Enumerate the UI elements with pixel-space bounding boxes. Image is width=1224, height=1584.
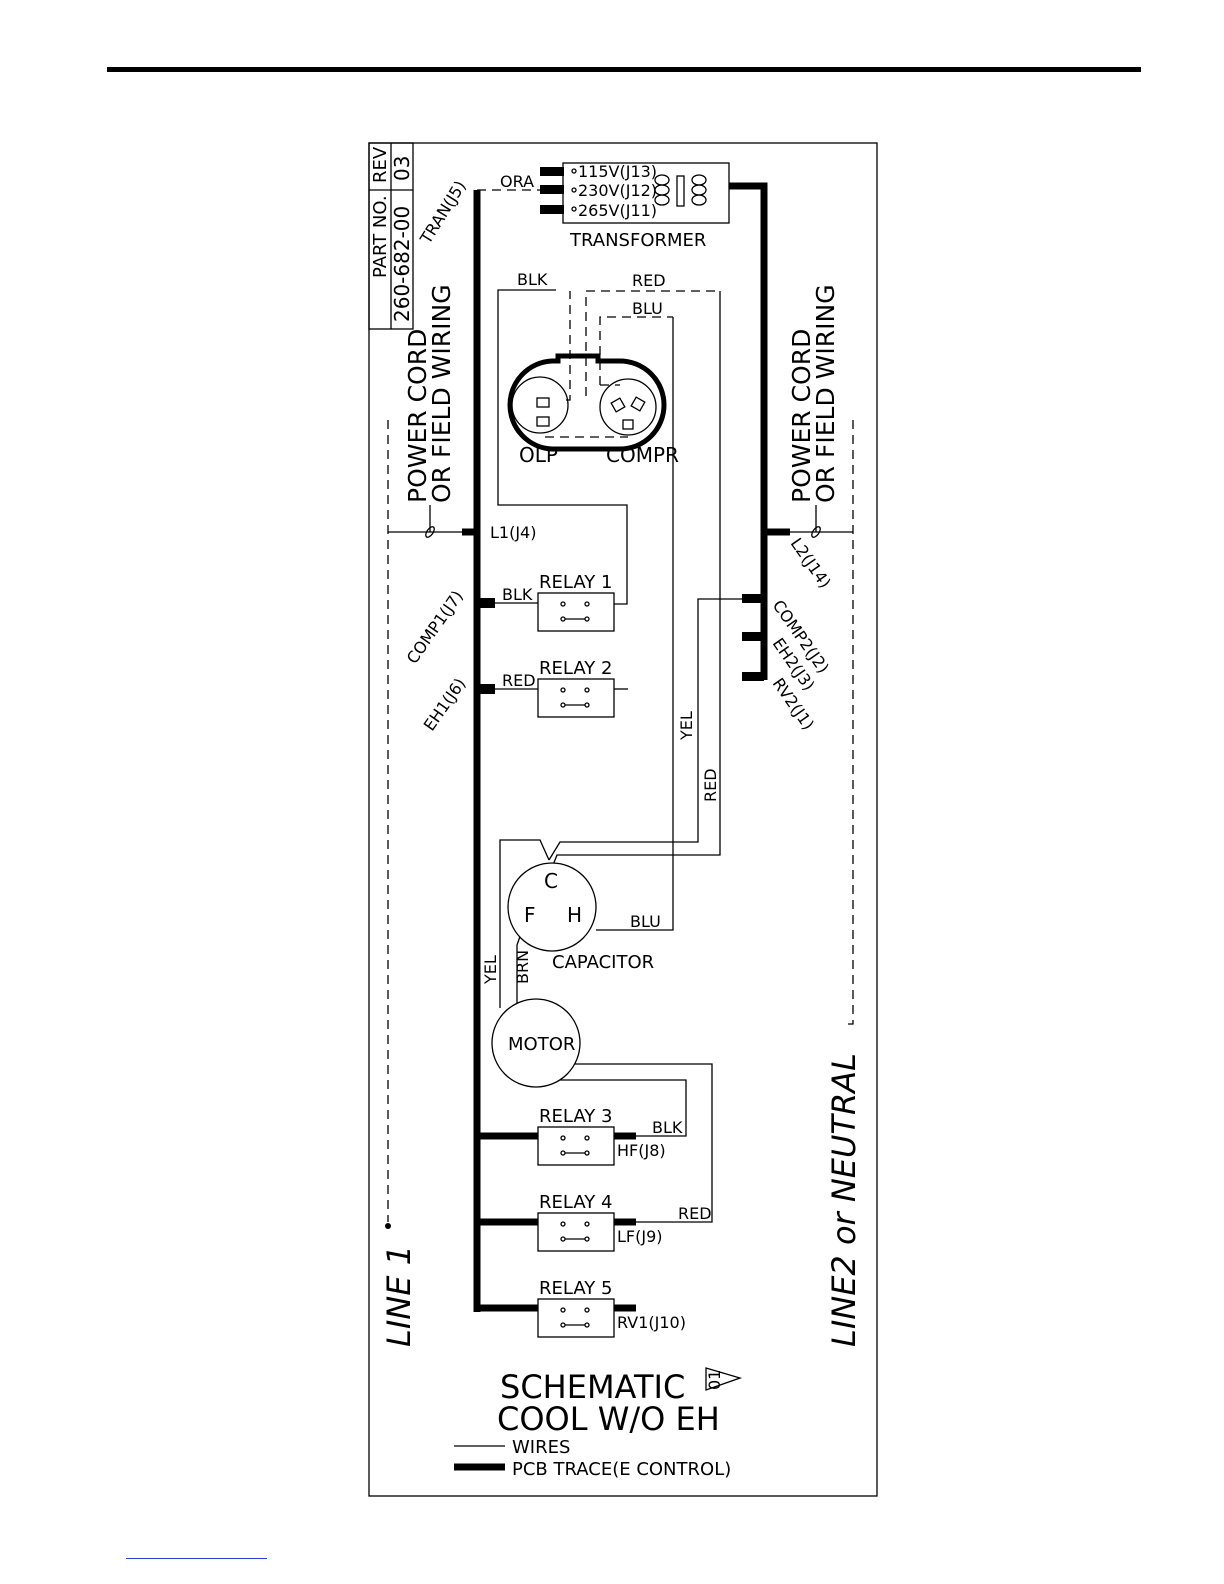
- motor-circle: [491, 998, 581, 1088]
- legend-trace-label: PCB TRACE(E CONTROL): [512, 1459, 731, 1480]
- comp1-label: COMP1(J7): [403, 587, 467, 667]
- eh2-terminal: [742, 632, 764, 641]
- line2-label: LINE2 or NEUTRAL: [825, 1053, 863, 1347]
- compr-label: COMPR: [606, 443, 679, 467]
- rev-label: REV: [370, 146, 391, 183]
- relay-3: RELAY 3: [537, 1106, 615, 1166]
- capacitor: C F H CAPACITOR: [507, 862, 654, 973]
- rev-value: 03: [390, 156, 414, 181]
- relay-3-box: [537, 1126, 615, 1166]
- part-label: PART NO.: [370, 195, 391, 278]
- tap-115v: 115V(J13): [578, 162, 657, 181]
- legend-wires-label: WIRES: [512, 1437, 570, 1458]
- comp1-terminal: [477, 598, 495, 608]
- blk-internal-wire: [566, 291, 571, 401]
- transformer-coil-icon: [654, 174, 707, 207]
- line1-label: LINE 1: [380, 1245, 418, 1347]
- relay-3-label: RELAY 3: [539, 1106, 612, 1127]
- olp-label: OLP: [519, 443, 558, 467]
- relay-1: RELAY 1: [537, 572, 615, 632]
- top-rule: [107, 67, 1141, 72]
- relay-5: RELAY 5: [537, 1278, 615, 1338]
- left-power-label-2: OR FIELD WIRING: [427, 284, 456, 503]
- line2-bus-trace: [728, 182, 768, 680]
- l2-label: L2(J14): [787, 534, 835, 591]
- lf-label: LF(J9): [617, 1227, 663, 1246]
- footer-link-underline: [126, 1558, 267, 1559]
- olp-circle: [511, 376, 569, 434]
- rev-flag-value: 01: [705, 1370, 724, 1390]
- hf-label: HF(J8): [617, 1141, 666, 1160]
- relay-2: RELAY 2: [537, 658, 615, 718]
- motor-blk-wire: [560, 1079, 687, 1137]
- relay-1-box: [537, 592, 615, 632]
- relay-2-box: [537, 678, 615, 718]
- transformer-label: TRANSFORMER: [569, 230, 706, 251]
- eh1-terminal: [477, 684, 495, 694]
- capacitor-label: CAPACITOR: [552, 952, 654, 973]
- schematic-subtitle: COOL W/O EH: [497, 1400, 720, 1438]
- left-power-label-1: POWER CORD: [403, 329, 432, 503]
- compressor-blu-label: BLU: [632, 299, 663, 318]
- blu-compressor-wire: [596, 317, 674, 931]
- l1-label: L1(J4): [490, 523, 536, 542]
- yel-motor-wire: [499, 839, 550, 1008]
- relay-5-box: [537, 1298, 615, 1338]
- relay3-wire-label: BLK: [652, 1118, 683, 1137]
- compr-circle: [599, 378, 657, 436]
- relay1-wire-label: BLK: [502, 585, 533, 604]
- schematic-frame: [368, 142, 878, 1497]
- eh1-label: EH1(J6): [420, 674, 470, 734]
- rv1-label: RV1(J10): [617, 1313, 686, 1332]
- line2-dashed-wire: [848, 420, 854, 1025]
- schematic-title: SCHEMATIC: [500, 1368, 685, 1406]
- schematic-footer: SCHEMATIC COOL W/O EH 01 WIRES PCB TRACE…: [454, 1367, 743, 1480]
- blu-internal-wire: [599, 316, 673, 385]
- yel-left-label: YEL: [481, 955, 500, 985]
- motor-label: MOTOR: [508, 1034, 575, 1055]
- blk-compressor-wire: [497, 289, 628, 605]
- tap-265v: 265V(J11): [578, 201, 657, 220]
- rv2-terminal: [742, 672, 764, 681]
- rev-flag-icon: [705, 1367, 743, 1391]
- brn-label: BRN: [513, 950, 532, 984]
- red-right-label: RED: [701, 768, 720, 802]
- relay-4-box: [537, 1212, 615, 1252]
- relay-4-label: RELAY 4: [539, 1192, 612, 1213]
- line1-side: POWER CORD OR FIELD WIRING LINE 1: [380, 284, 462, 1347]
- right-power-label-1: POWER CORD: [787, 329, 816, 503]
- capacitor-f: F: [524, 903, 536, 927]
- right-power-label-2: OR FIELD WIRING: [811, 284, 840, 503]
- comp2-terminal: [742, 594, 764, 603]
- relay-2-label: RELAY 2: [539, 658, 612, 679]
- compressor: OLP COMPR BLK RED BLU: [507, 270, 720, 467]
- capacitor-h: H: [567, 903, 582, 927]
- ora-wire-label: ORA: [500, 172, 534, 191]
- title-block: REV 03 PART NO. 260-682-00: [368, 142, 414, 330]
- relay-4: RELAY 4: [537, 1192, 615, 1252]
- relay4-wire-label: RED: [678, 1204, 712, 1223]
- compressor-blk-label: BLK: [517, 270, 548, 289]
- tran-connector-label: TRAN(J5): [416, 177, 470, 248]
- red-internal-wire: [585, 290, 720, 396]
- compressor-red-label: RED: [632, 271, 666, 290]
- relay-1-label: RELAY 1: [539, 572, 612, 593]
- line2-side: POWER CORD OR FIELD WIRING LINE2 or NEUT…: [787, 284, 863, 1347]
- capacitor-c: C: [544, 869, 558, 893]
- motor: MOTOR: [491, 998, 581, 1088]
- capacitor-circle: [507, 862, 597, 952]
- yel-right-label: YEL: [677, 711, 696, 741]
- yel-comp2-wire: [548, 598, 742, 861]
- transformer: 115V(J13) 230V(J12) 265V(J11) TRANSFORME…: [416, 162, 730, 251]
- part-value: 260-682-00: [390, 206, 414, 322]
- tap-230v: 230V(J12): [578, 181, 657, 200]
- relay-5-label: RELAY 5: [539, 1278, 612, 1299]
- motor-red-wire: [575, 1063, 713, 1223]
- relay2-wire-label: RED: [502, 671, 536, 690]
- compressor-housing: [507, 353, 667, 452]
- blu-capacitor-label: BLU: [630, 912, 661, 931]
